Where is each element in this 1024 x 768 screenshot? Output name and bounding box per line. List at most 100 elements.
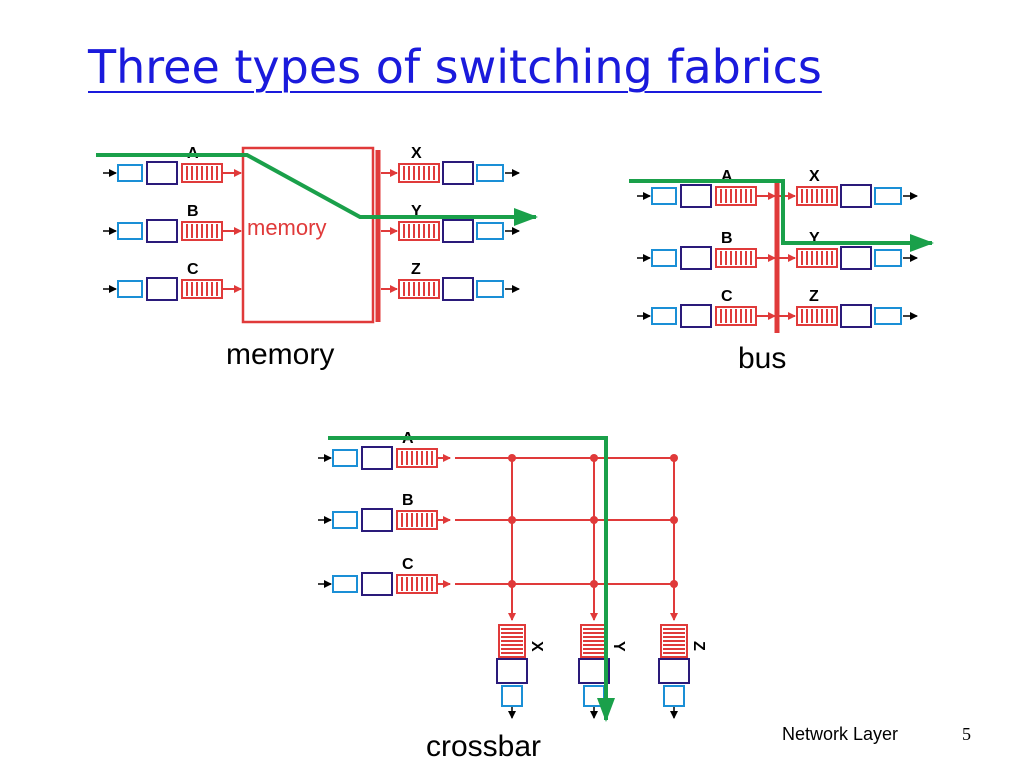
crossbar-crosspoint [590,580,598,588]
memory-output-port-y: Y [381,203,520,243]
memory-input-port-c: C [103,261,242,301]
crossbar-input-purple-box [361,508,393,532]
bus-input-queue [715,186,757,206]
bus-output-queue [796,248,838,268]
memory-box [241,146,375,324]
bus-output-queue [796,306,838,326]
memory-output-label: X [411,145,422,162]
crossbar-input-label: C [402,556,414,573]
bus-output-queue [796,186,838,206]
bus-input-label: B [721,230,733,247]
bus-input-queue [715,248,757,268]
slide-title: Three types of switching fabrics [88,40,822,94]
crossbar-caption: crossbar [426,730,541,763]
crossbar-crosspoint [590,516,598,524]
crossbar-output-cyan-box [663,685,685,707]
crossbar-crosspoint [508,516,516,524]
crossbar-input-port-c: C [318,556,451,596]
memory-input-queue [181,221,223,241]
memory-input-queue [181,163,223,183]
bus-output-cyan-box [874,187,902,205]
bus-output-label: Z [809,288,819,305]
memory-output-purple-box [442,219,474,243]
memory-input-cyan-box [117,222,143,240]
bus-input-purple-box [680,184,712,208]
bus-output-purple-box [840,304,872,328]
crossbar-input-purple-box [361,572,393,596]
memory-input-cyan-box [117,164,143,182]
memory-output-queue [398,163,440,183]
crossbar-crosspoint [670,580,678,588]
crossbar-input-queue [396,510,438,530]
crossbar-output-queue [580,624,608,658]
memory-output-label: Z [411,261,421,278]
crossbar-crosspoint [508,580,516,588]
crossbar-output-cyan-box [501,685,523,707]
crossbar-input-cyan-box [332,511,358,529]
memory-output-cyan-box [476,280,504,298]
bus-output-purple-box [840,184,872,208]
footer-label: Network Layer [782,724,899,744]
bus-input-port-b: B [637,230,776,270]
memory-input-label: C [187,261,199,278]
crossbar-crosspoint [508,454,516,462]
bus-input-purple-box [680,304,712,328]
crossbar-green-path [328,436,615,722]
crossbar-crosspoint [670,516,678,524]
bus-input-cyan-box [651,187,677,205]
crossbar-output-port-x: X [496,624,545,719]
memory-output-purple-box [442,161,474,185]
crossbar-input-cyan-box [332,449,358,467]
memory-output-cyan-box [476,164,504,182]
crossbar-output-queue [498,624,526,658]
crossbar-crosspoint [670,454,678,462]
bus-input-queue [715,306,757,326]
bus-caption: bus [738,342,786,375]
bus-output-label: X [809,168,820,185]
crossbar-output-label: Y [610,641,627,652]
bus-input-port-a: A [637,168,776,208]
crossbar-output-port-z: Z [658,624,707,719]
memory-input-label: B [187,203,199,220]
memory-caption: memory [226,338,334,371]
crossbar-output-queue [660,624,688,658]
memory-inner-label: memory [247,215,326,240]
page-number: 5 [962,724,971,744]
bus-output-port-y: Y [779,230,918,270]
bus-input-label: C [721,288,733,305]
bus-output-cyan-box [874,249,902,267]
bus-output-label: Y [809,230,820,247]
crossbar-input-port-a: A [318,430,451,470]
memory-green-path [96,153,538,226]
crossbar-output-label: X [528,641,545,652]
memory-output-cyan-box [476,222,504,240]
memory-input-port-a: A [103,145,242,185]
memory-output-purple-box [442,277,474,301]
memory-input-queue [181,279,223,299]
memory-output-port-x: X [381,145,520,185]
memory-output-label: Y [411,203,422,220]
memory-output-queue [398,279,440,299]
memory-output-port-z: Z [381,261,520,301]
bus-output-port-z: Z [779,288,918,328]
crossbar-input-purple-box [361,446,393,470]
memory-input-port-b: B [103,203,242,243]
crossbar-output-label: Z [690,641,707,651]
bus-input-port-c: C [637,288,776,328]
memory-input-purple-box [146,161,178,185]
bus-output-port-x: X [779,168,918,208]
bus-output-purple-box [840,246,872,270]
crossbar-input-port-b: B [318,492,451,532]
memory-input-purple-box [146,277,178,301]
crossbar-output-port-y: Y [578,624,627,719]
bus-input-cyan-box [651,249,677,267]
crossbar-input-queue [396,574,438,594]
bus-input-purple-box [680,246,712,270]
bus-input-cyan-box [651,307,677,325]
bus-output-cyan-box [874,307,902,325]
crossbar-output-purple-box [658,658,690,684]
crossbar-input-queue [396,448,438,468]
